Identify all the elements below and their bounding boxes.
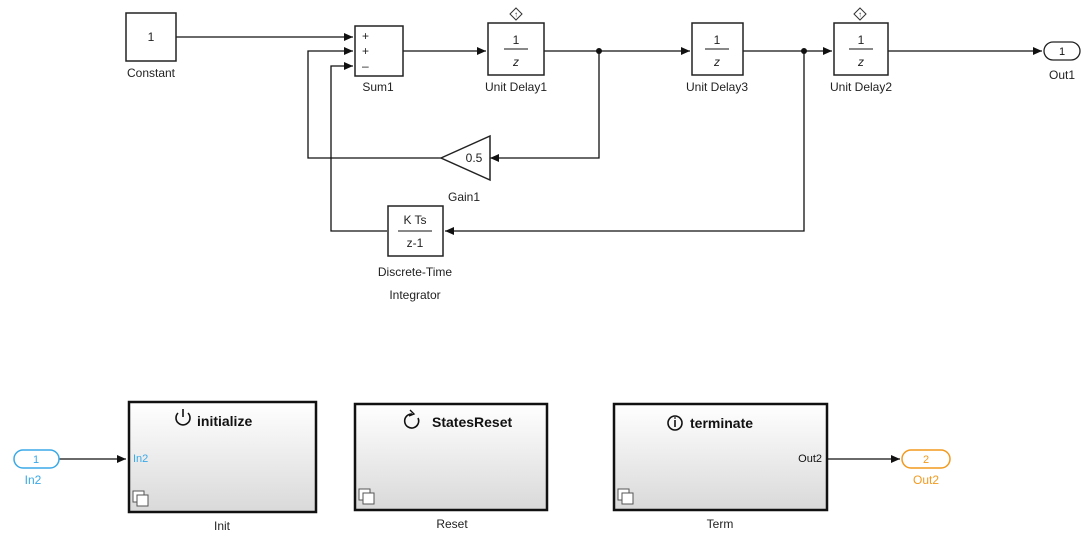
term-port-out: Out2 [798,453,822,465]
state-diamond-icon [509,7,523,21]
info-icon [667,415,683,431]
delay3-label: Unit Delay3 [686,80,748,94]
unit-delay2-block[interactable]: ↑ 1 z Unit Delay2 [830,7,892,94]
unit-delay1-block[interactable]: ↑ 1 z Unit Delay1 [485,7,547,94]
out1-label: Out1 [1049,68,1075,82]
delay2-label: Unit Delay2 [830,80,892,94]
gain-value: 0.5 [466,151,483,165]
sum-block[interactable]: + + – Sum1 [354,25,404,94]
init-label: Init [214,519,231,533]
term-label: Term [707,517,734,531]
sum-sign-2: + [362,44,369,58]
term-subsystem[interactable]: terminate Out2 Term [612,402,829,531]
delay2-denominator: z [857,55,864,69]
line-gain-sum[interactable] [307,47,441,159]
signal-lines-top [176,33,1042,235]
constant-value: 1 [148,30,155,44]
out2-port[interactable]: 2 Out2 [901,449,951,487]
sum-sign-3: – [362,59,369,73]
line-branch-gain[interactable] [490,51,600,162]
integrator-block[interactable]: K Ts z-1 Discrete-Time Integrator [378,205,453,302]
out1-number: 1 [1059,46,1065,58]
delay2-numerator: 1 [858,33,865,47]
subsystem-icon [617,488,634,505]
reset-label: Reset [436,517,468,531]
init-port-in: In2 [133,453,148,465]
delay1-label: Unit Delay1 [485,80,547,94]
sum-label: Sum1 [362,80,394,94]
integrator-label-2: Integrator [389,288,440,302]
constant-block[interactable]: 1 Constant [125,12,177,80]
state-diamond-glyph: ↑ [514,10,518,19]
init-title: initialize [197,413,252,429]
delay1-numerator: 1 [513,33,520,47]
in2-port[interactable]: 1 In2 [13,449,60,487]
integrator-denominator: z-1 [407,236,424,250]
state-diamond-glyph: ↑ [858,10,862,19]
in2-label: In2 [25,473,42,487]
constant-label: Constant [127,66,176,80]
sum-sign-1: + [362,29,369,43]
term-title: terminate [690,415,753,431]
gain-block[interactable]: 0.5 Gain1 [439,134,491,204]
out2-label: Out2 [913,473,939,487]
delay1-denominator: z [512,55,519,69]
reset-subsystem[interactable]: StatesReset Reset [353,402,549,531]
unit-delay3-block[interactable]: 1 z Unit Delay3 [686,22,748,94]
out1-port[interactable]: 1 Out1 [1043,41,1081,82]
out2-number: 2 [923,454,929,466]
delay3-numerator: 1 [714,33,721,47]
power-icon [175,409,191,426]
reset-title: StatesReset [432,414,512,430]
line-integrator-sum[interactable] [330,62,387,232]
init-subsystem[interactable]: initialize In2 Init [127,400,318,533]
integrator-numerator: K Ts [403,213,426,227]
reset-icon [403,409,420,429]
integrator-label-1: Discrete-Time [378,265,453,279]
subsystem-icon [132,490,149,507]
subsystem-icon [358,488,375,505]
line-branch-integrator[interactable] [445,51,805,235]
state-diamond-icon [853,7,867,21]
delay3-denominator: z [713,55,720,69]
in2-number: 1 [33,454,39,466]
gain-label: Gain1 [448,190,480,204]
